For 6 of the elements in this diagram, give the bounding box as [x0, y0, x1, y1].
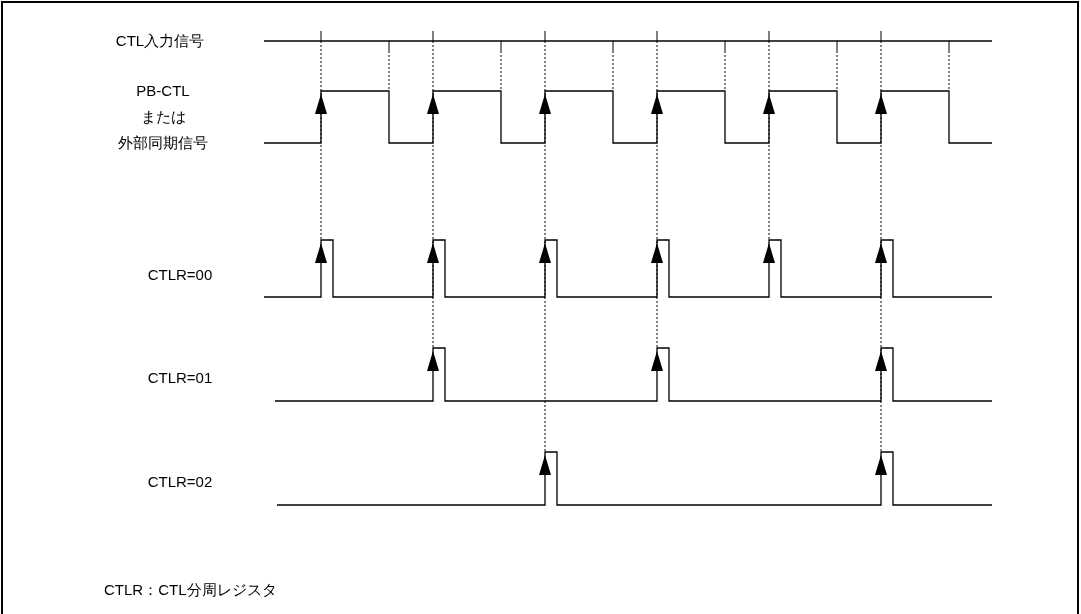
signal-label: CTL入力信号	[114, 31, 206, 51]
signal-label: PB-CTLまたは外部同期信号	[117, 81, 209, 153]
signal-label: CTLR=00	[146, 265, 214, 285]
signal-label: CTLR=01	[146, 368, 214, 388]
signal-label: CTLR=02	[146, 472, 214, 492]
note-text: CTLR：CTL分周レジスタ	[104, 580, 277, 600]
